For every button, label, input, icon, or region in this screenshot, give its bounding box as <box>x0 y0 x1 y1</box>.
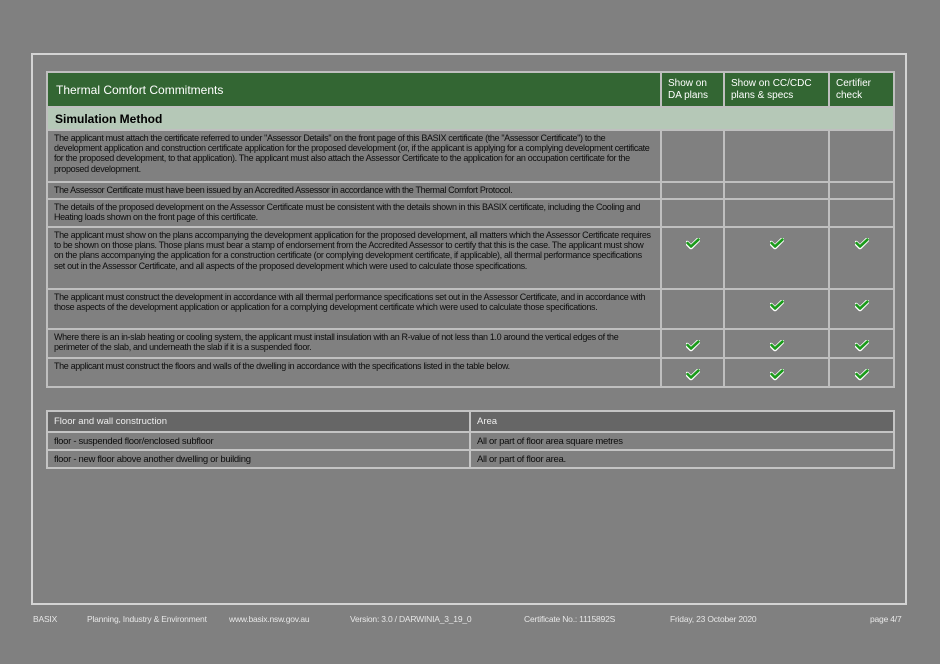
da-cell <box>660 357 725 388</box>
section-title: Simulation Method <box>46 106 895 131</box>
footer-code: BASIX <box>33 614 58 624</box>
footer-version: Version: 3.0 / DARWINIA_3_19_0 <box>350 614 472 624</box>
commitment-text: The Assessor Certificate must have been … <box>46 181 662 200</box>
cc-cell <box>723 181 830 200</box>
certifier-cell <box>828 357 895 388</box>
green-check-icon <box>768 367 785 381</box>
table-row: The applicant must show on the plans acc… <box>46 226 895 290</box>
section-row: Simulation Method <box>46 106 895 131</box>
certifier-cell <box>828 181 895 200</box>
table-row: floor - new floor above another dwelling… <box>46 449 895 469</box>
green-check-icon <box>684 236 701 250</box>
cc-cell <box>723 198 830 228</box>
certifier-cell <box>828 288 895 330</box>
green-check-icon <box>684 338 701 352</box>
cc-cell <box>723 226 830 290</box>
footer-date: Friday, 23 October 2020 <box>670 614 757 624</box>
table-row: The Assessor Certificate must have been … <box>46 181 895 200</box>
footer-certificate-number: Certificate No.: 1115892S <box>524 614 616 624</box>
floor-wall-construction-table: Floor and wall construction Area floor -… <box>46 410 895 469</box>
da-cell <box>660 328 725 359</box>
green-check-icon <box>853 367 870 381</box>
table-row: Where there is an in-slab heating or coo… <box>46 328 895 359</box>
cc-cell <box>723 357 830 388</box>
construction-cell: floor - new floor above another dwelling… <box>46 449 471 469</box>
footer-website-link[interactable]: www.basix.nsw.gov.au <box>229 614 310 624</box>
table-row: The applicant must attach the certificat… <box>46 129 895 183</box>
column-header-cc-cdc-plans: Show on CC/CDC plans & specs <box>723 71 830 108</box>
table-row: The details of the proposed development … <box>46 198 895 228</box>
certifier-cell <box>828 129 895 183</box>
area-cell: All or part of floor area. <box>469 449 895 469</box>
construction-cell: floor - suspended floor/enclosed subfloo… <box>46 431 471 451</box>
column-header-area: Area <box>469 410 895 433</box>
certifier-cell <box>828 198 895 228</box>
da-cell <box>660 181 725 200</box>
column-header-construction: Floor and wall construction <box>46 410 471 433</box>
green-check-icon <box>768 298 785 312</box>
green-check-icon <box>768 236 785 250</box>
table-row: The applicant must construct the develop… <box>46 288 895 330</box>
da-cell <box>660 226 725 290</box>
commitment-text: The details of the proposed development … <box>46 198 662 228</box>
footer-page-number: page 4/7 <box>870 614 902 624</box>
certifier-cell <box>828 328 895 359</box>
column-header-da-plans: Show on DA plans <box>660 71 725 108</box>
page-frame <box>31 53 907 605</box>
green-check-icon <box>853 338 870 352</box>
certifier-cell <box>828 226 895 290</box>
table-header-row: Thermal Comfort Commitments Show on DA p… <box>46 71 895 108</box>
green-check-icon <box>853 236 870 250</box>
commitment-text: The applicant must construct the develop… <box>46 288 662 330</box>
da-cell <box>660 129 725 183</box>
green-check-icon <box>853 298 870 312</box>
table-row: The applicant must construct the floors … <box>46 357 895 388</box>
cc-cell <box>723 328 830 359</box>
table-row: floor - suspended floor/enclosed subfloo… <box>46 431 895 451</box>
commitment-text: Where there is an in-slab heating or coo… <box>46 328 662 359</box>
cc-cell <box>723 129 830 183</box>
da-cell <box>660 198 725 228</box>
commitment-text: The applicant must construct the floors … <box>46 357 662 388</box>
area-cell: All or part of floor area square metres <box>469 431 895 451</box>
commitment-text: The applicant must attach the certificat… <box>46 129 662 183</box>
green-check-icon <box>768 338 785 352</box>
da-cell <box>660 288 725 330</box>
commitment-text: The applicant must show on the plans acc… <box>46 226 662 290</box>
green-check-icon <box>684 367 701 381</box>
footer-department: Planning, Industry & Environment <box>87 614 207 624</box>
floor-table-header-row: Floor and wall construction Area <box>46 410 895 433</box>
table-title: Thermal Comfort Commitments <box>46 71 662 108</box>
thermal-comfort-commitments-table: Thermal Comfort Commitments Show on DA p… <box>46 71 895 388</box>
cc-cell <box>723 288 830 330</box>
column-header-certifier-check: Certifier check <box>828 71 895 108</box>
